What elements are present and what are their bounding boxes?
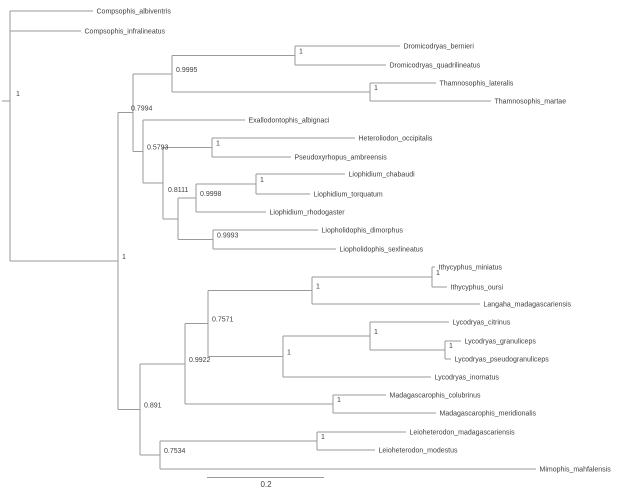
taxon-label: Leioheterodon_madagascariensis (410, 430, 516, 437)
taxon-label: Ithycyphus_oursi (451, 285, 504, 292)
taxon-label: Ithycyphus_miniatus (439, 265, 503, 272)
taxon-label: Madagascarophis_meridionalis (440, 411, 537, 418)
taxon-label: Leioheterodon_modestus (379, 448, 459, 455)
taxon-label: Thamnosophis_martae (495, 99, 567, 106)
support-value: 1 (287, 350, 291, 357)
support-value: 0.891 (144, 402, 162, 409)
support-value: 0.7994 (131, 106, 153, 113)
taxon-label: Liophidium_chabaudi (349, 172, 416, 179)
taxon-label: Lycodryas_inornatus (435, 375, 500, 382)
taxon-label: Madagascarophis_colubrinus (390, 393, 482, 400)
support-value: 0.5793 (147, 145, 169, 152)
support-value: 0.8111 (168, 187, 188, 194)
taxon-label: Dromicodryas_quadrilineatus (390, 63, 481, 70)
taxon-label: Lycodryas_citrinus (453, 320, 511, 327)
support-value: 1 (16, 91, 20, 98)
taxon-label: Compsophis_albiventris (97, 9, 172, 16)
support-value: 1 (122, 254, 126, 261)
taxon-label: Liophidium_rhodogaster (270, 210, 346, 217)
taxon-label: Liopholidophis_dimorphus (322, 228, 404, 235)
support-value: 1 (449, 343, 453, 350)
taxon-label: Liopholidophis_sexlineatus (340, 247, 424, 254)
taxon-label: Dromicodryas_bernieri (404, 44, 475, 51)
taxon-label: Exallodontophis_albignaci (249, 118, 330, 125)
support-value: 1 (374, 329, 378, 336)
taxon-label: Thamnosophis_lateralis (440, 81, 514, 88)
support-value: 1 (374, 85, 378, 92)
taxon-label: Lycodryas_granuliceps (465, 339, 537, 346)
support-value: 0.9995 (176, 67, 198, 74)
support-value: 1 (216, 141, 220, 148)
support-value: 1 (436, 270, 440, 277)
support-value: 1 (260, 177, 264, 184)
taxon-label: Langaha_madagascariensis (484, 302, 572, 309)
support-value: 0.9993 (217, 233, 239, 240)
taxon-label: Lycodryas_pseudogranuliceps (455, 357, 550, 364)
scale-bar-label: 0.2 (260, 480, 272, 489)
taxon-label: Heteroliodon_occipitalis (359, 136, 433, 143)
taxon-label: Pseudoxyrhopus_ambreensis (295, 155, 388, 162)
support-value: 1 (299, 49, 303, 56)
support-value: 0.7534 (164, 448, 186, 455)
support-value: 1 (337, 397, 341, 404)
support-value: 0.9998 (200, 191, 222, 198)
scale-bar (207, 477, 324, 478)
support-value: 0.7571 (212, 317, 234, 324)
taxon-label: Mimophis_mahfalensis (540, 467, 612, 474)
support-value: 0.9922 (189, 357, 211, 364)
taxon-label: Liophidium_torquatum (314, 192, 383, 199)
support-value: 1 (321, 434, 325, 441)
taxon-label: Compsophis_infralineatus (85, 29, 166, 36)
support-value: 1 (316, 284, 320, 291)
